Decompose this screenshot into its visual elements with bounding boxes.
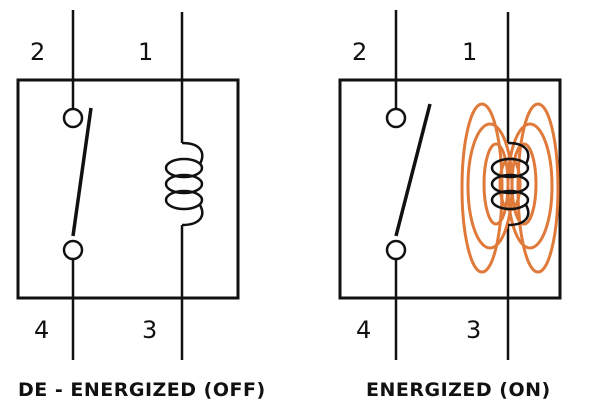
relay-on-pin-label-2: 2 — [352, 38, 367, 66]
relay-on-switch-arm — [394, 103, 432, 237]
relay-off-pin-label-3: 3 — [142, 316, 157, 344]
relay-off-contact-bottom — [62, 239, 84, 261]
relay-on-pin-label-1: 1 — [462, 38, 477, 66]
relay-off-pin-label-4: 4 — [34, 316, 49, 344]
relay-off: 2 1 4 3 DE - ENERGIZED (OFF) — [16, 10, 266, 401]
relay-off-coil — [164, 141, 204, 227]
relay-off-pin-label-1: 1 — [138, 38, 153, 66]
relay-off-contact-top — [62, 107, 84, 129]
relay-off-housing — [16, 78, 240, 300]
relay-on-contact-bottom — [385, 239, 407, 261]
relay-off-switch-arm — [71, 107, 93, 237]
relay-on-pin-label-3: 3 — [466, 316, 481, 344]
relay-on-pin-label-4: 4 — [356, 316, 371, 344]
relay-on-coil — [490, 141, 530, 227]
relay-off-pin-label-2: 2 — [30, 38, 45, 66]
relay-on-contact-top — [385, 107, 407, 129]
relay-on-housing — [338, 78, 562, 300]
relay-on-caption: ENERGIZED (ON) — [366, 379, 551, 401]
relay-on-magnetic-field — [460, 102, 560, 274]
relay-on: 2 1 4 3 ENERGIZED (ON) — [338, 10, 562, 401]
relay-off-caption: DE - ENERGIZED (OFF) — [18, 379, 266, 401]
